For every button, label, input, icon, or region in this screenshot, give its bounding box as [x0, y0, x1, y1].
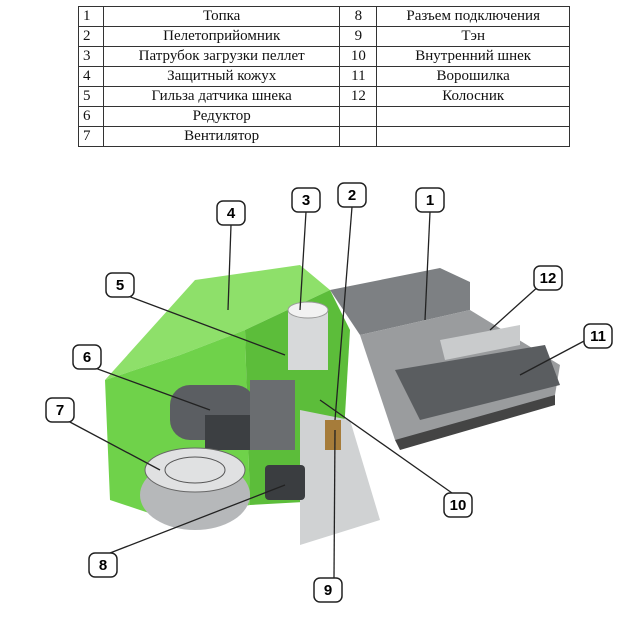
callout-label: 5	[116, 277, 124, 294]
callout-label: 2	[348, 187, 356, 204]
callout-1: 1	[415, 187, 445, 213]
legend-cell-t1: Патрубок загрузки пеллет	[102, 46, 341, 67]
callout-label: 10	[450, 497, 467, 514]
legend-cell-t2: Колосник	[376, 86, 570, 107]
legend-cell-n2	[339, 126, 378, 147]
legend-cell-n1: 6	[78, 106, 104, 127]
callout-label: 3	[302, 192, 310, 209]
firebox	[330, 268, 560, 450]
legend-cell-n1: 4	[78, 66, 104, 87]
legend-cell-t2	[376, 106, 570, 127]
legend-cell-n1: 1	[78, 6, 104, 27]
legend-cell-n2: 9	[339, 26, 378, 47]
pellet-inlet	[287, 301, 329, 370]
legend-cell-t2: Тэн	[376, 26, 570, 47]
callout-label: 4	[227, 205, 236, 222]
callout-5: 5	[105, 272, 135, 298]
legend-cell-t1: Пелетоприйомник	[102, 26, 341, 47]
legend-cell-t1: Вентилятор	[102, 126, 341, 147]
leader-lines	[67, 206, 587, 579]
connector	[265, 465, 305, 500]
callout-label: 11	[590, 328, 606, 345]
fan	[140, 447, 250, 530]
callout-10: 10	[443, 492, 473, 518]
gear-motor	[170, 380, 295, 450]
legend-cell-n2: 11	[339, 66, 378, 87]
legend-cell-t2: Разъем подключения	[376, 6, 570, 27]
legend-cell-n1: 5	[78, 86, 104, 107]
callout-2: 2	[337, 182, 367, 208]
legend-cell-t2	[376, 126, 570, 147]
callout-label: 12	[540, 270, 557, 287]
legend-cell-t1: Редуктор	[102, 106, 341, 127]
callout-label: 6	[83, 349, 91, 366]
callout-8: 8	[88, 552, 118, 578]
callout-label: 1	[426, 192, 434, 209]
legend-cell-n2: 8	[339, 6, 378, 27]
callout-12: 12	[533, 265, 563, 291]
legend-cell-n1: 3	[78, 46, 104, 67]
legend-cell-n2	[339, 106, 378, 127]
callout-label: 9	[324, 582, 332, 599]
legend-cell-n2: 10	[339, 46, 378, 67]
callout-9: 9	[313, 577, 343, 603]
legend-cell-n1: 7	[78, 126, 104, 147]
callout-3: 3	[291, 187, 321, 213]
legend-cell-t2: Внутренний шнек	[376, 46, 570, 67]
callout-11: 11	[583, 323, 613, 349]
legend-cell-n1: 2	[78, 26, 104, 47]
callout-4: 4	[216, 200, 246, 226]
legend-cell-t1: Топка	[102, 6, 341, 27]
callout-6: 6	[72, 344, 102, 370]
callout-label: 8	[99, 557, 107, 574]
callout-label: 7	[56, 402, 64, 419]
legend-cell-t2: Ворошилка	[376, 66, 570, 87]
legend-cell-t1: Защитный кожух	[102, 66, 341, 87]
callout-7: 7	[45, 397, 75, 423]
legend-cell-t1: Гильза датчика шнека	[102, 86, 341, 107]
legend-cell-n2: 12	[339, 86, 378, 107]
heating-element	[325, 420, 341, 450]
